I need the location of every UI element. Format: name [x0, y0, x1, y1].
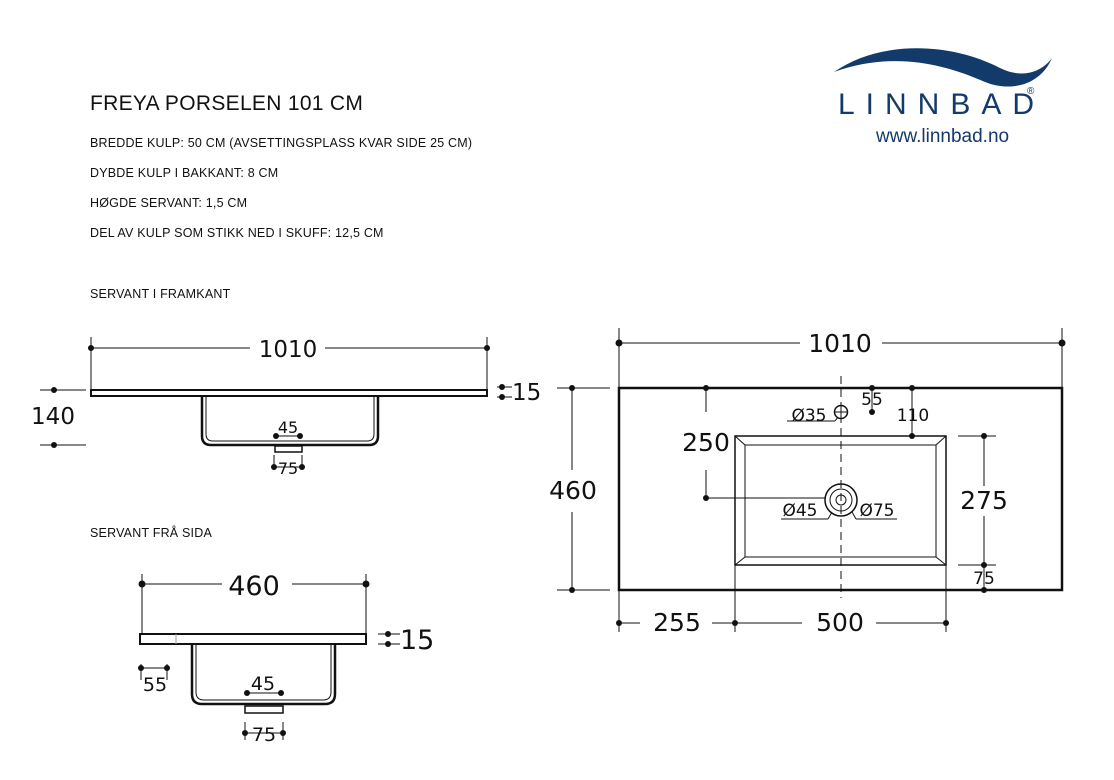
front-width-label: 1010 — [259, 337, 318, 363]
front-height-label: 140 — [31, 404, 75, 430]
bowl-front-offset-label: 75 — [973, 569, 995, 589]
brand-logo: LINNBAD — [838, 88, 1046, 121]
bowl-depth-label: 275 — [960, 486, 1008, 515]
spec-bowl-width: BREDDE KULP: 50 CM (AVSETTINGSPLASS KVAR… — [90, 136, 473, 150]
registered-mark: ® — [1027, 86, 1035, 97]
tap-offset-label: 55 — [861, 390, 883, 410]
bowl-width-label: 500 — [816, 608, 864, 637]
dimension-dots — [51, 339, 1066, 736]
spec-bowl-depth: DYBDE KULP I BAKKANT: 8 CM — [90, 166, 279, 180]
front-view-label: SERVANT I FRAMKANT — [90, 287, 231, 301]
side-thickness-label: 15 — [400, 625, 434, 656]
side-outlet-diameter-label: 45 — [251, 673, 275, 695]
front-view-drawing — [40, 337, 512, 470]
drain-diameter-label: Ø45 — [782, 501, 817, 521]
side-view-drawing — [139, 574, 400, 740]
tap-to-drain-label: 250 — [682, 428, 730, 457]
top-depth-label: 460 — [549, 476, 597, 505]
page-title: FREYA PORSELEN 101 CM — [90, 92, 364, 115]
side-view-label: SERVANT FRÅ SIDA — [90, 526, 212, 540]
brand-url[interactable]: www.linnbad.no — [876, 126, 1010, 147]
front-outlet-width-label: 75 — [278, 459, 298, 478]
top-view-drawing — [557, 328, 1064, 632]
front-outlet-diameter-label: 45 — [278, 418, 298, 437]
side-outlet-width-label: 75 — [252, 724, 276, 746]
top-width-label: 1010 — [808, 329, 872, 358]
spec-height: HØGDE SERVANT: 1,5 CM — [90, 196, 248, 210]
tap-hole-label: Ø35 — [791, 406, 826, 426]
side-margin-label: 255 — [653, 608, 701, 637]
bowl-top-offset-label: 110 — [897, 406, 929, 426]
spec-drawer-depth: DEL AV KULP SOM STIKK NED I SKUFF: 12,5 … — [90, 226, 384, 240]
drain-outer-label: Ø75 — [859, 501, 894, 521]
side-depth-label: 460 — [228, 571, 280, 602]
side-edge-offset-label: 55 — [143, 674, 167, 696]
front-thickness-label: 15 — [512, 380, 541, 406]
